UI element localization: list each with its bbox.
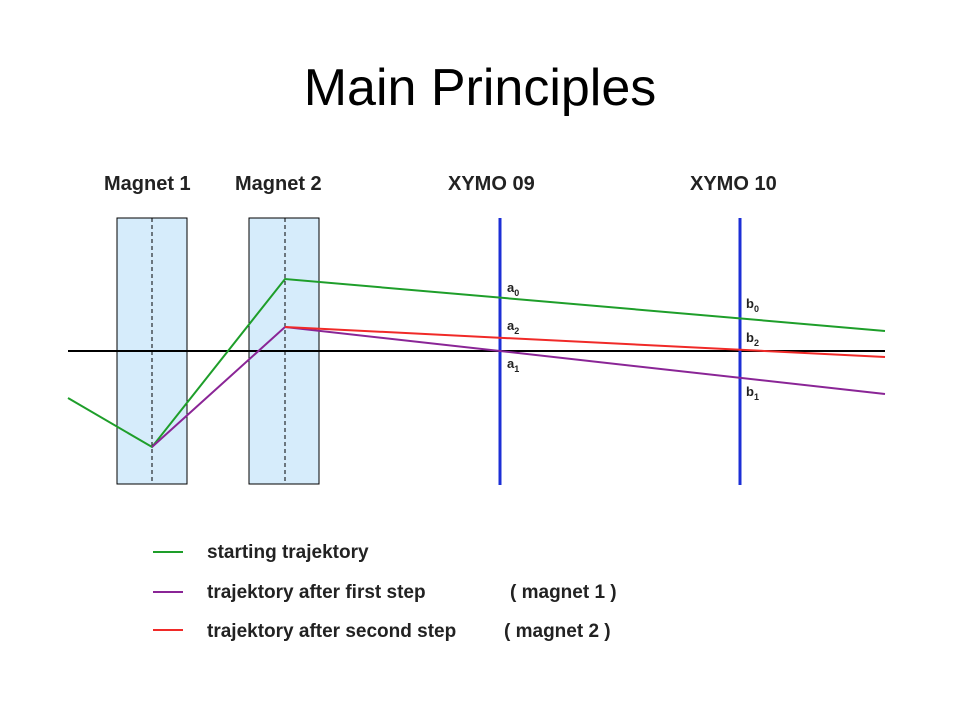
point-label-a0: a0 — [507, 280, 519, 298]
point-b2-index: 2 — [754, 338, 759, 348]
legend-note-first-step: ( magnet 1 ) — [510, 582, 617, 603]
legend-label-starting: starting trajektory — [207, 542, 369, 563]
point-a2-index: 2 — [514, 326, 519, 336]
point-label-b1: b1 — [746, 384, 759, 402]
point-label-b2: b2 — [746, 330, 759, 348]
second-step-trajectory-line — [284, 326, 886, 358]
point-a0-index: 0 — [514, 288, 519, 298]
point-label-a2: a2 — [507, 318, 519, 336]
point-a2-letter: a — [507, 318, 515, 333]
point-a1-index: 1 — [514, 364, 519, 374]
xymo-10-label: XYMO 10 — [690, 173, 777, 195]
point-label-a1: a1 — [507, 356, 519, 374]
legend-label-first-step: trajektory after first step — [207, 582, 426, 603]
point-b1-letter: b — [746, 384, 754, 399]
point-label-b0: b0 — [746, 296, 759, 314]
starting-trajectory-line — [67, 277, 886, 449]
point-b0-index: 0 — [754, 304, 759, 314]
magnet-2-label: Magnet 2 — [235, 173, 322, 195]
point-a0-letter: a — [507, 280, 515, 295]
point-b1-index: 1 — [754, 392, 759, 402]
magnet-1-label: Magnet 1 — [104, 173, 191, 195]
legend-note-second-step: ( magnet 2 ) — [504, 621, 611, 642]
page-title: Main Principles — [303, 59, 657, 117]
point-b2-letter: b — [746, 330, 754, 345]
point-b0-letter: b — [746, 296, 754, 311]
xymo-09-label: XYMO 09 — [448, 173, 535, 195]
point-a1-letter: a — [507, 356, 515, 371]
legend-label-second-step: trajektory after second step — [207, 621, 456, 642]
